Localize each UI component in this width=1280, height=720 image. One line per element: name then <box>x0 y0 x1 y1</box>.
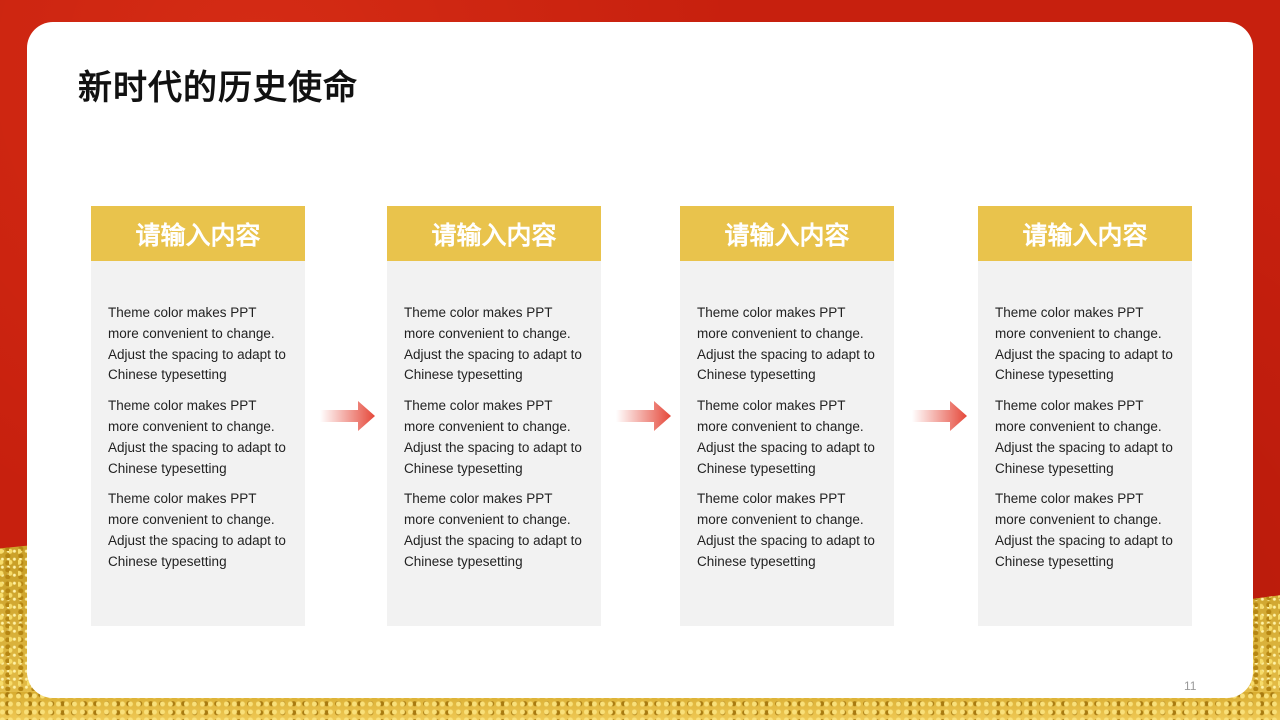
column-paragraph[interactable]: Theme color makes PPT more convenient to… <box>995 491 1173 569</box>
column-paragraph[interactable]: Theme color makes PPT more convenient to… <box>108 305 286 383</box>
content-column-4: 请输入内容 Theme color makes PPT more conveni… <box>978 206 1192 626</box>
column-paragraph[interactable]: Theme color makes PPT more convenient to… <box>108 398 286 476</box>
column-paragraph[interactable]: Theme color makes PPT more convenient to… <box>995 305 1173 383</box>
column-paragraph[interactable]: Theme color makes PPT more convenient to… <box>995 398 1173 476</box>
right-arrow-icon <box>616 401 671 431</box>
slide-title: 新时代的历史使命 <box>78 68 358 108</box>
column-header[interactable]: 请输入内容 <box>680 206 894 261</box>
page-number: 11 <box>1184 679 1197 693</box>
column-body: Theme color makes PPT more convenient to… <box>978 261 1192 573</box>
column-paragraph[interactable]: Theme color makes PPT more convenient to… <box>404 305 582 383</box>
column-paragraph[interactable]: Theme color makes PPT more convenient to… <box>404 491 582 569</box>
column-header[interactable]: 请输入内容 <box>91 206 305 261</box>
column-paragraph[interactable]: Theme color makes PPT more convenient to… <box>404 398 582 476</box>
column-body: Theme color makes PPT more convenient to… <box>680 261 894 573</box>
right-arrow-icon <box>320 401 375 431</box>
column-paragraph[interactable]: Theme color makes PPT more convenient to… <box>697 398 875 476</box>
right-arrow-icon <box>912 401 967 431</box>
content-column-1: 请输入内容 Theme color makes PPT more conveni… <box>91 206 305 626</box>
column-paragraph[interactable]: Theme color makes PPT more convenient to… <box>697 305 875 383</box>
column-header[interactable]: 请输入内容 <box>387 206 601 261</box>
column-body: Theme color makes PPT more convenient to… <box>387 261 601 573</box>
column-paragraph[interactable]: Theme color makes PPT more convenient to… <box>108 491 286 569</box>
column-body: Theme color makes PPT more convenient to… <box>91 261 305 573</box>
column-header[interactable]: 请输入内容 <box>978 206 1192 261</box>
content-column-2: 请输入内容 Theme color makes PPT more conveni… <box>387 206 601 626</box>
column-paragraph[interactable]: Theme color makes PPT more convenient to… <box>697 491 875 569</box>
content-column-3: 请输入内容 Theme color makes PPT more conveni… <box>680 206 894 626</box>
